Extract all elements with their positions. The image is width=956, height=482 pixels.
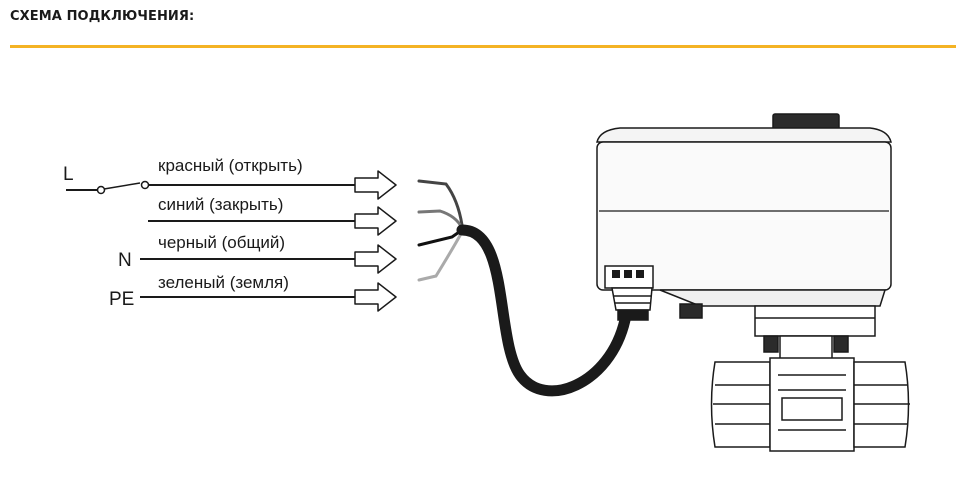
switch-symbol (66, 180, 150, 195)
wire-label-blue: синий (закрыть) (158, 195, 283, 214)
cable-wires (417, 179, 464, 282)
wire-lines (140, 184, 355, 298)
terminal-N: N (118, 250, 132, 271)
wire-label-green: зеленый (земля) (158, 273, 289, 292)
valve-icon (710, 357, 910, 452)
title-underline (10, 45, 956, 48)
wire-label-red: красный (открыть) (158, 156, 303, 175)
terminal-PE: PE (109, 289, 134, 310)
terminal-L: L (63, 164, 74, 185)
page-title: СХЕМА ПОДКЛЮЧЕНИЯ: (10, 9, 195, 24)
arrow-icons (354, 170, 397, 312)
cable-icon (456, 224, 631, 397)
actuator-icon (596, 113, 892, 361)
wire-label-black: черный (общий) (158, 233, 285, 252)
